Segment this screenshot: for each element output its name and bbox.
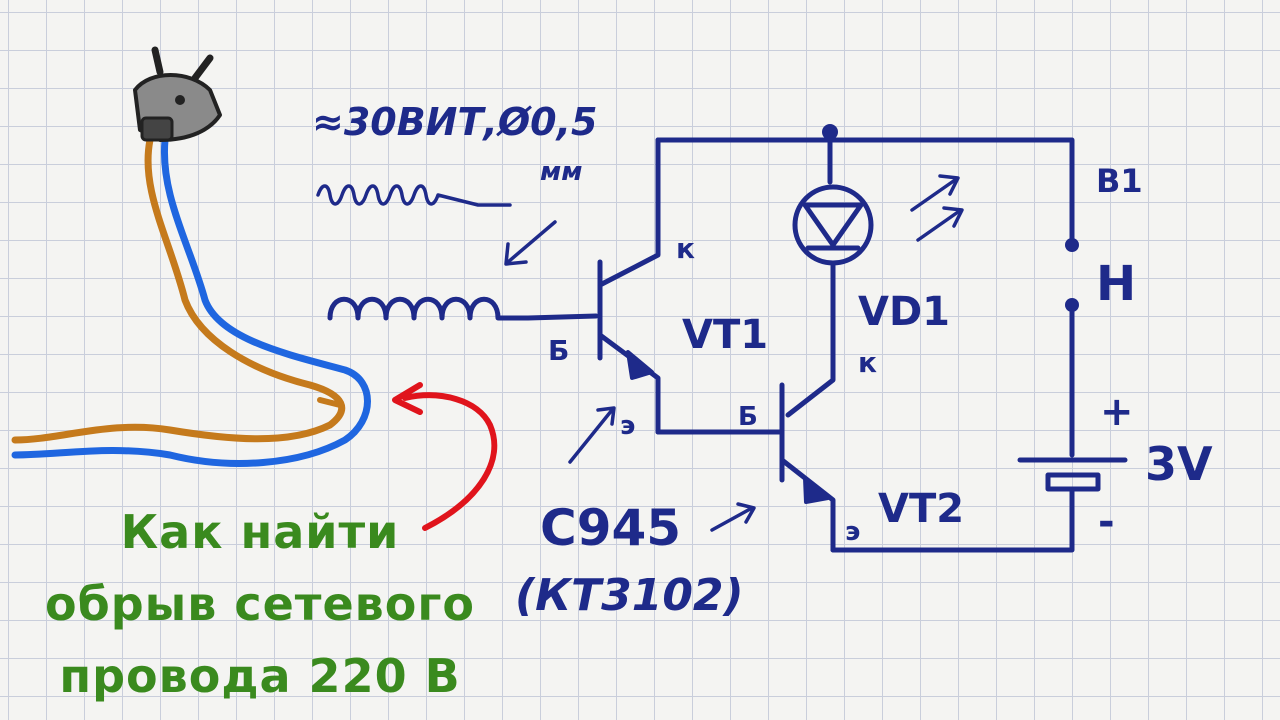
vt2-collector-label: к (858, 346, 877, 379)
battery-minus-label: - (1098, 499, 1115, 545)
top-rail (655, 137, 1075, 243)
cable-inner-brown (317, 397, 343, 408)
voltage-label: 3V (1145, 437, 1213, 491)
vd1-label: VD1 (858, 289, 950, 335)
switch-h-label: Н (1096, 256, 1136, 312)
model-pointer-arrows-icon (568, 406, 756, 532)
transistor-alt-label: (КТ3102) (515, 570, 744, 621)
caption-block: Как найти обрыв сетевого провода 220 В (20, 496, 500, 712)
bottom-rail (830, 487, 1075, 553)
transistor-model-label: С945 (540, 499, 681, 557)
caption-line-3: провода 220 В (59, 649, 461, 703)
vt1-base-label: Б (548, 334, 569, 367)
winding-unit-label: мм (540, 157, 583, 187)
battery-plus-label: + (1100, 389, 1134, 435)
vt2-label: VT2 (878, 486, 964, 532)
cable-wire-brown (11, 136, 345, 444)
transistor-vt2 (779, 382, 836, 553)
red-arrow-icon (392, 382, 498, 531)
mains-cable (11, 136, 371, 467)
caption-line-1: Как найти (120, 505, 400, 559)
light-rays-icon (910, 174, 964, 242)
vt2-base-label: Б (738, 402, 758, 432)
switch-b1 (1065, 238, 1079, 458)
vt1-collector-label: к (676, 232, 695, 265)
battery (1017, 457, 1128, 492)
vt1-label: VT1 (682, 312, 768, 358)
vt1-emitter-label: э (620, 411, 635, 441)
cable-wire-blue (11, 136, 371, 467)
antenna-coil (327, 296, 599, 321)
plug-icon (133, 46, 222, 142)
transistor-vt1 (597, 137, 661, 435)
switch-b1-label: В1 (1096, 162, 1143, 200)
vt2-emitter-label: э (845, 517, 860, 547)
coil-pointer-arrow-icon (504, 220, 557, 266)
caption-line-2: обрыв сетевого (44, 577, 476, 631)
led-vd1 (785, 129, 874, 418)
coil-sketch (316, 184, 512, 207)
winding-label: ≈30ВИТ,Ø0,5 (312, 100, 597, 144)
